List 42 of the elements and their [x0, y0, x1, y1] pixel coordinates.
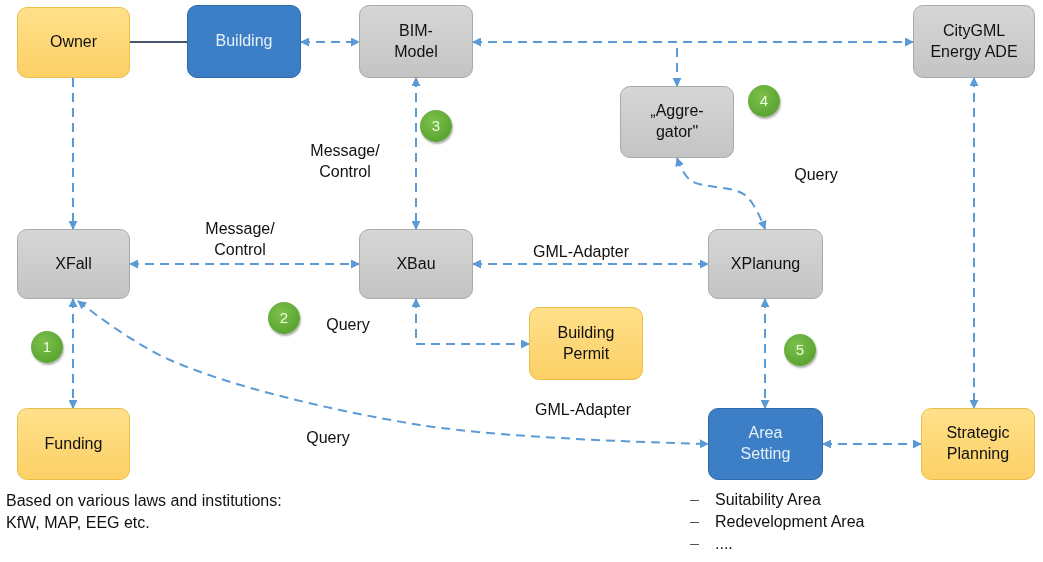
actor-box: Owner [17, 7, 130, 78]
edge-label: Query [325, 314, 371, 335]
double-arrow [300, 37, 360, 47]
step-number-circle: 1 [31, 331, 63, 363]
note-text: Based on various laws and institutions: KfW, MAP, EEG etc. [6, 491, 283, 534]
step-number-circle: 5 [784, 334, 816, 366]
standard-box: „Aggre-gator" [620, 86, 734, 158]
arrow [472, 41, 682, 87]
step-number-circle: 2 [268, 302, 300, 334]
double-arrow [411, 298, 530, 349]
standard-box: XBau [359, 229, 473, 299]
standard-box: BIM-Model [359, 5, 473, 78]
double-arrow [760, 298, 770, 409]
edge-label: Message/ Control [204, 219, 276, 260]
object-box: Building [187, 5, 301, 78]
list-item: Suitability Area [715, 490, 821, 510]
actor-box: Building Permit [529, 307, 643, 380]
double-arrow [822, 439, 922, 449]
arrow [68, 77, 78, 230]
double-arrow [472, 259, 709, 269]
actor-box: Strategic Planning [921, 408, 1035, 480]
double-arrow [129, 259, 360, 269]
edge-label: Message/ Control [309, 141, 381, 182]
double-arrow [411, 77, 421, 230]
double-arrow [77, 300, 709, 449]
double-arrow [68, 298, 78, 409]
connector-line [129, 41, 188, 43]
edge-label: Query [793, 164, 839, 185]
double-arrow [675, 157, 767, 230]
standard-box: XPlanung [708, 229, 823, 299]
step-number-circle: 3 [420, 110, 452, 142]
list-item: Redevelopment Area [715, 512, 865, 532]
annotation-text: GML-Adapter [535, 399, 632, 420]
double-arrow [969, 77, 979, 409]
actor-box: Funding [17, 408, 130, 480]
list-item: .... [715, 534, 733, 554]
standard-box: XFall [17, 229, 130, 299]
standard-box: CityGML Energy ADE [913, 5, 1035, 78]
edge-label: Query [305, 427, 351, 448]
object-box: Area Setting [708, 408, 823, 480]
double-arrow [472, 37, 914, 47]
step-number-circle: 4 [748, 85, 780, 117]
